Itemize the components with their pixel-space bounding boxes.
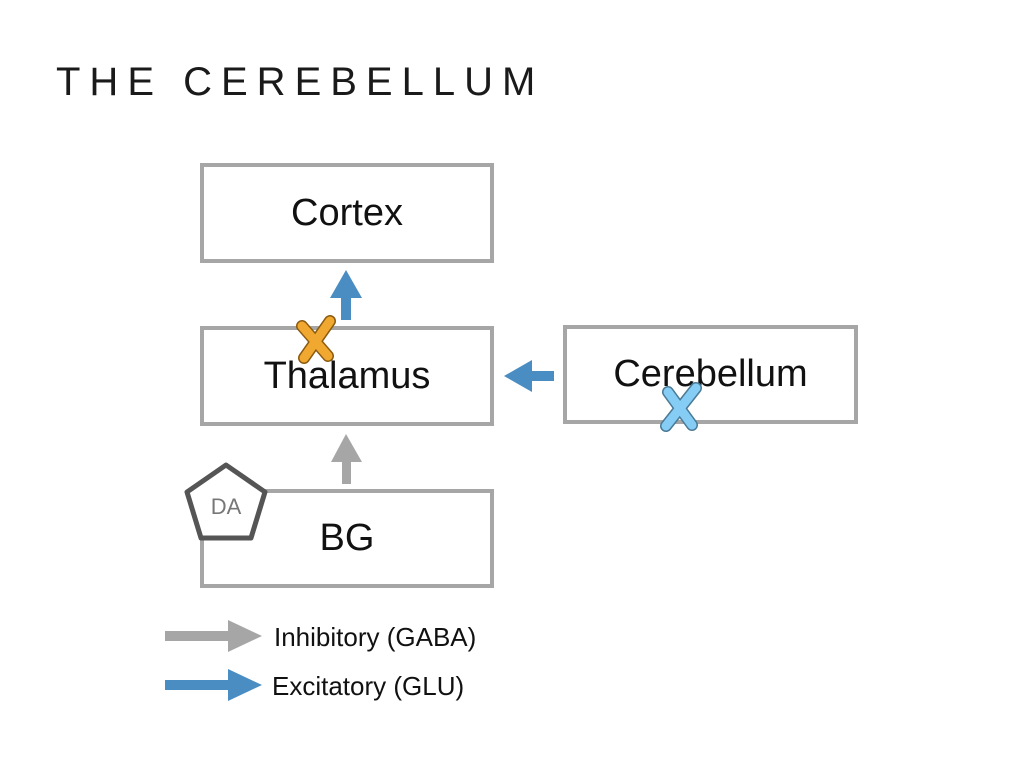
legend-excitatory-arrow-icon [165, 669, 262, 701]
dopamine-label: DA [210, 494, 242, 519]
cerebellum-box: Cerebellum [563, 325, 858, 424]
arrow-bg-to-thalamus [331, 434, 362, 484]
thalamus-box: Thalamus [200, 326, 494, 426]
legend-inhibitory-arrow-icon [165, 620, 262, 652]
slide-title: THE CEREBELLUM [56, 60, 545, 104]
legend-excitatory-label: Excitatory (GLU) [272, 671, 465, 701]
thalamus-label: Thalamus [263, 354, 431, 397]
arrow-cerebellum-to-thalamus [504, 360, 554, 392]
legend-inhibitory-label: Inhibitory (GABA) [274, 622, 477, 652]
cortex-box: Cortex [200, 163, 494, 263]
arrow-thalamus-to-cortex [330, 270, 362, 320]
cortex-label: Cortex [291, 191, 403, 234]
bg-label: BG [319, 517, 375, 559]
cerebellum-label: Cerebellum [613, 353, 808, 395]
